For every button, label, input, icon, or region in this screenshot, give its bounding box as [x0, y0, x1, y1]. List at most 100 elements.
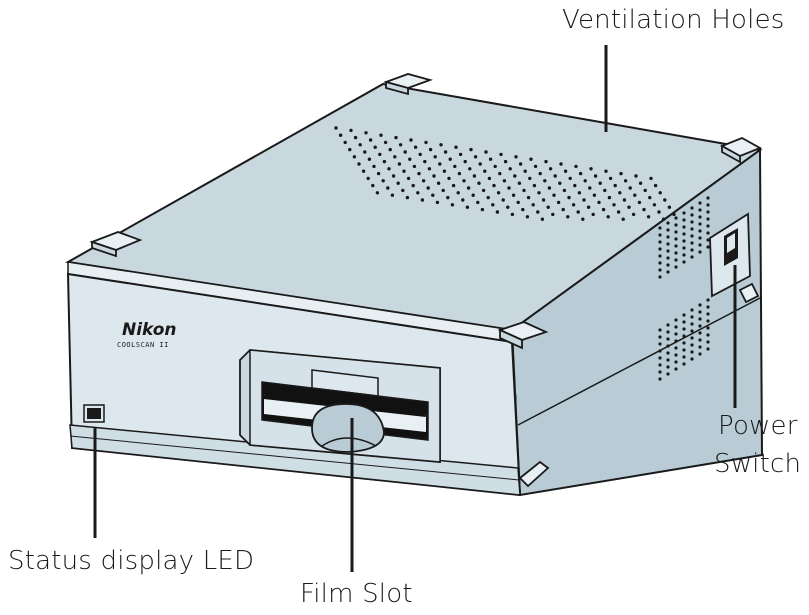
vent-hole	[432, 174, 436, 178]
vent-hole	[672, 212, 676, 217]
vent-hole	[690, 357, 694, 361]
foot-side-bottom	[518, 460, 550, 488]
vent-hole	[634, 174, 638, 178]
vent-hole	[381, 179, 385, 183]
vent-hole	[658, 342, 662, 346]
vent-hole	[334, 126, 338, 130]
vent-hole	[451, 183, 456, 188]
vent-hole	[546, 205, 550, 209]
vent-hole	[682, 341, 686, 345]
vent-hole	[658, 268, 662, 272]
vent-hole	[401, 188, 405, 193]
vent-hole	[492, 183, 496, 188]
vent-hole	[484, 150, 488, 154]
vent-hole	[690, 255, 694, 259]
vent-hole	[638, 181, 643, 185]
vent-hole	[551, 212, 555, 217]
vent-hole	[372, 164, 376, 169]
vent-hole	[536, 210, 540, 214]
vent-hole	[682, 211, 686, 215]
model-logo: COOLSCAN II	[117, 341, 169, 349]
vent-hole	[409, 138, 413, 142]
vent-hole	[558, 181, 562, 185]
vent-hole	[456, 191, 460, 195]
vent-hole	[613, 183, 617, 188]
vent-hole	[666, 270, 670, 274]
vent-hole	[674, 251, 678, 255]
vent-hole	[706, 333, 710, 337]
vent-hole	[508, 167, 512, 171]
vent-hole	[538, 171, 542, 176]
vent-hole	[661, 217, 666, 221]
vent-hole	[412, 164, 417, 169]
vent-hole	[544, 159, 548, 164]
vent-hole	[690, 350, 694, 354]
vent-hole	[682, 327, 686, 331]
brand-logo: Nikon	[122, 320, 177, 340]
vent-hole	[532, 183, 537, 188]
vent-hole	[506, 205, 510, 209]
vent-hole	[682, 362, 686, 366]
vent-hole	[616, 210, 621, 214]
vent-hole	[706, 298, 710, 302]
vent-hole	[690, 220, 694, 224]
vent-hole	[698, 236, 702, 240]
vent-hole	[706, 340, 710, 344]
vent-hole	[540, 217, 545, 221]
vent-hole	[633, 193, 637, 197]
vent-hole	[674, 258, 678, 262]
vent-hole	[447, 176, 451, 181]
vent-hole	[518, 162, 523, 166]
vent-hole	[666, 372, 670, 376]
vent-hole	[706, 210, 710, 214]
vent-hole	[666, 256, 670, 260]
vent-hole	[666, 249, 670, 253]
vent-hole	[382, 159, 387, 164]
vent-hole	[658, 363, 662, 367]
vent-hole	[338, 133, 343, 137]
vent-hole	[408, 157, 412, 161]
vent-hole	[496, 191, 501, 195]
vent-hole	[495, 210, 500, 214]
vent-hole	[533, 164, 538, 169]
vent-hole	[571, 203, 576, 207]
vent-hole	[698, 208, 702, 212]
vent-hole	[516, 200, 520, 205]
vent-hole	[514, 155, 518, 159]
vent-hole	[578, 171, 583, 176]
vent-hole	[690, 329, 694, 333]
vent-hole	[391, 174, 396, 178]
vent-hole	[666, 365, 670, 369]
vent-hole	[690, 206, 694, 210]
label-power-switch-line2: Switch	[714, 449, 802, 479]
vent-hole	[698, 317, 702, 321]
vent-hole	[657, 210, 661, 214]
vent-hole	[553, 174, 557, 178]
vent-hole	[627, 205, 631, 209]
vent-hole	[674, 339, 678, 343]
vent-hole	[631, 212, 636, 217]
vent-hole	[498, 171, 502, 176]
vent-hole	[511, 193, 516, 197]
vent-hole	[682, 260, 686, 264]
vent-hole	[643, 188, 647, 193]
vent-hole	[682, 253, 686, 257]
vent-hole	[537, 191, 541, 195]
vent-hole	[465, 205, 470, 209]
vent-hole	[366, 176, 370, 181]
vent-hole	[706, 319, 710, 323]
vent-hole	[674, 325, 678, 329]
vent-hole	[442, 169, 447, 173]
vent-hole	[472, 174, 477, 178]
vent-hole	[420, 198, 425, 202]
vent-hole	[706, 305, 710, 309]
vent-hole	[628, 186, 632, 190]
vent-hole	[427, 167, 432, 171]
vent-hole	[666, 263, 670, 267]
vent-hole	[658, 226, 662, 230]
vent-hole	[413, 145, 418, 149]
vent-hole	[674, 230, 678, 234]
vent-hole	[418, 152, 422, 157]
vent-hole	[436, 181, 441, 185]
vent-hole	[666, 358, 670, 362]
